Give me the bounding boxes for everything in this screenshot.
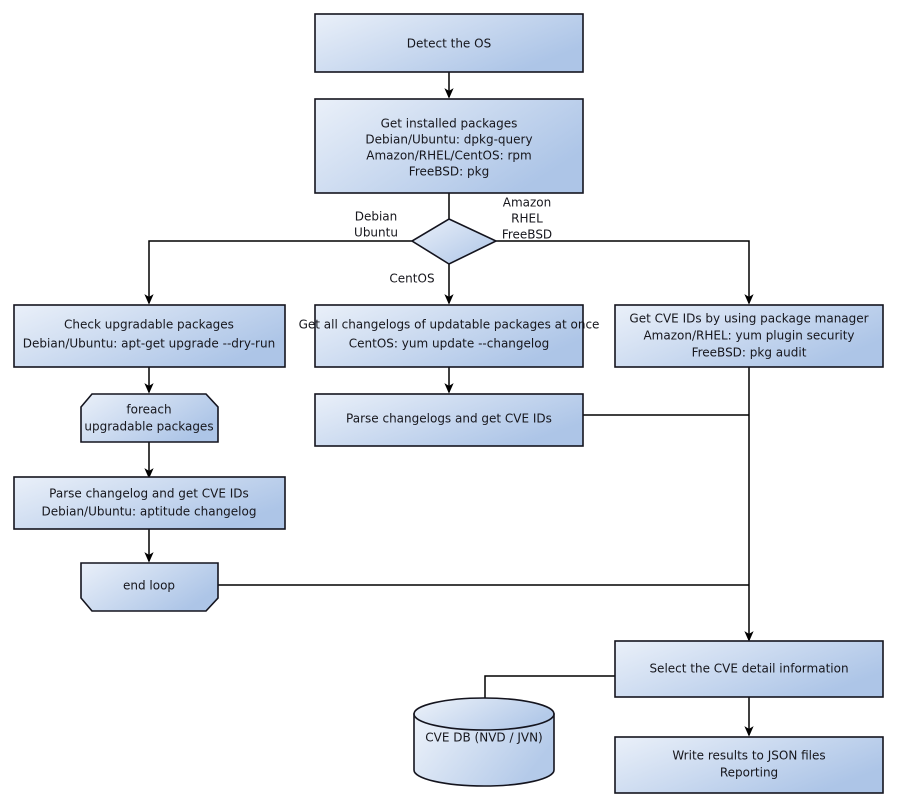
node-select-cve-detail-label: Select the CVE detail information bbox=[649, 662, 848, 676]
node-get-cve-ids-package-manager-shape bbox=[614, 304, 884, 368]
node-parse-changelog-cve-line-2: Debian/Ubuntu: aptitude changelog bbox=[42, 505, 257, 519]
node-write-results-shape bbox=[614, 736, 884, 794]
node-get-installed-packages-line-4: FreeBSD: pkg bbox=[409, 165, 489, 179]
node-get-all-changelogs-shape bbox=[314, 304, 584, 368]
node-get-installed-packages-line-2: Debian/Ubuntu: dpkg-query bbox=[365, 133, 532, 147]
edge-label-amazon-rhel-freebsd: Amazon RHEL FreeBSD bbox=[502, 196, 552, 242]
node-end-loop[interactable]: end loop bbox=[80, 562, 219, 612]
edge-label-centos: CentOS bbox=[389, 272, 434, 286]
node-get-cve-ids-line-3: FreeBSD: pkg audit bbox=[692, 346, 807, 360]
edge-label-rhel: RHEL bbox=[511, 212, 543, 226]
node-write-results[interactable]: Write results to JSON files Reporting bbox=[614, 736, 884, 794]
edge-decision-to-get-cve-ids bbox=[496, 240, 754, 305]
edge-label-centos-text: CentOS bbox=[389, 272, 434, 286]
node-write-results-line-2: Reporting bbox=[720, 766, 778, 780]
node-check-upgradable-packages-line-2: Debian/Ubuntu: apt-get upgrade --dry-run bbox=[23, 337, 275, 351]
node-cve-db-top bbox=[413, 697, 555, 731]
edge-label-debian-ubuntu: Debian Ubuntu bbox=[354, 210, 398, 240]
node-foreach-line-1: foreach bbox=[126, 403, 171, 417]
node-os-decision[interactable] bbox=[410, 218, 498, 265]
node-parse-changelog-cve[interactable]: Parse changelog and get CVE IDs Debian/U… bbox=[13, 476, 286, 530]
node-get-installed-packages-shape bbox=[314, 98, 584, 194]
node-get-installed-packages[interactable]: Get installed packages Debian/Ubuntu: dp… bbox=[314, 98, 584, 194]
edge-label-amazon: Amazon bbox=[503, 196, 552, 210]
node-cve-db[interactable]: CVE DB (NVD / JVN) bbox=[413, 697, 555, 787]
edge-label-debian: Debian bbox=[355, 210, 398, 224]
node-detect-os-label: Detect the OS bbox=[407, 37, 491, 51]
edge-label-ubuntu: Ubuntu bbox=[354, 226, 398, 240]
node-parse-changelogs-cve-shape bbox=[314, 393, 584, 447]
node-parse-changelogs-cve[interactable]: Parse changelogs and get CVE IDs bbox=[314, 393, 584, 447]
node-detect-os[interactable]: Detect the OS bbox=[314, 13, 584, 73]
node-select-cve-detail-shape bbox=[614, 640, 884, 698]
node-get-all-changelogs[interactable]: Get all changelogs of updatable packages… bbox=[299, 304, 600, 368]
node-cve-db-body bbox=[413, 713, 555, 787]
node-parse-changelog-cve-shape bbox=[13, 476, 286, 530]
node-get-installed-packages-line-3: Amazon/RHEL/CentOS: rpm bbox=[366, 149, 531, 163]
node-detect-os-shape bbox=[314, 13, 584, 73]
node-get-all-changelogs-line-1: Get all changelogs of updatable packages… bbox=[299, 318, 600, 332]
edge-decision-to-check-upgradable bbox=[144, 240, 412, 305]
node-get-cve-ids-package-manager[interactable]: Get CVE IDs by using package manager Ama… bbox=[614, 304, 884, 368]
node-end-loop-shape bbox=[80, 562, 219, 612]
node-end-loop-label: end loop bbox=[123, 579, 175, 593]
node-parse-changelogs-cve-label: Parse changelogs and get CVE IDs bbox=[346, 412, 552, 426]
node-check-upgradable-packages[interactable]: Check upgradable packages Debian/Ubuntu:… bbox=[13, 304, 286, 368]
node-check-upgradable-packages-line-1: Check upgradable packages bbox=[64, 318, 234, 332]
node-foreach-upgradable-shape bbox=[80, 393, 219, 443]
node-get-all-changelogs-line-2: CentOS: yum update --changelog bbox=[349, 337, 549, 351]
node-write-results-line-1: Write results to JSON files bbox=[672, 749, 825, 763]
node-foreach-line-2: upgradable packages bbox=[84, 420, 213, 434]
node-cve-db-label: CVE DB (NVD / JVN) bbox=[425, 731, 542, 745]
node-os-decision-shape bbox=[410, 218, 498, 265]
edge-label-freebsd: FreeBSD bbox=[502, 228, 552, 242]
node-get-cve-ids-line-2: Amazon/RHEL: yum plugin security bbox=[643, 329, 854, 343]
node-get-installed-packages-line-1: Get installed packages bbox=[381, 117, 518, 131]
node-parse-changelog-cve-line-1: Parse changelog and get CVE IDs bbox=[49, 487, 249, 501]
node-get-cve-ids-line-1: Get CVE IDs by using package manager bbox=[629, 312, 868, 326]
node-foreach-upgradable[interactable]: foreach upgradable packages bbox=[80, 393, 219, 443]
node-check-upgradable-packages-shape bbox=[13, 304, 286, 368]
node-select-cve-detail[interactable]: Select the CVE detail information bbox=[614, 640, 884, 698]
